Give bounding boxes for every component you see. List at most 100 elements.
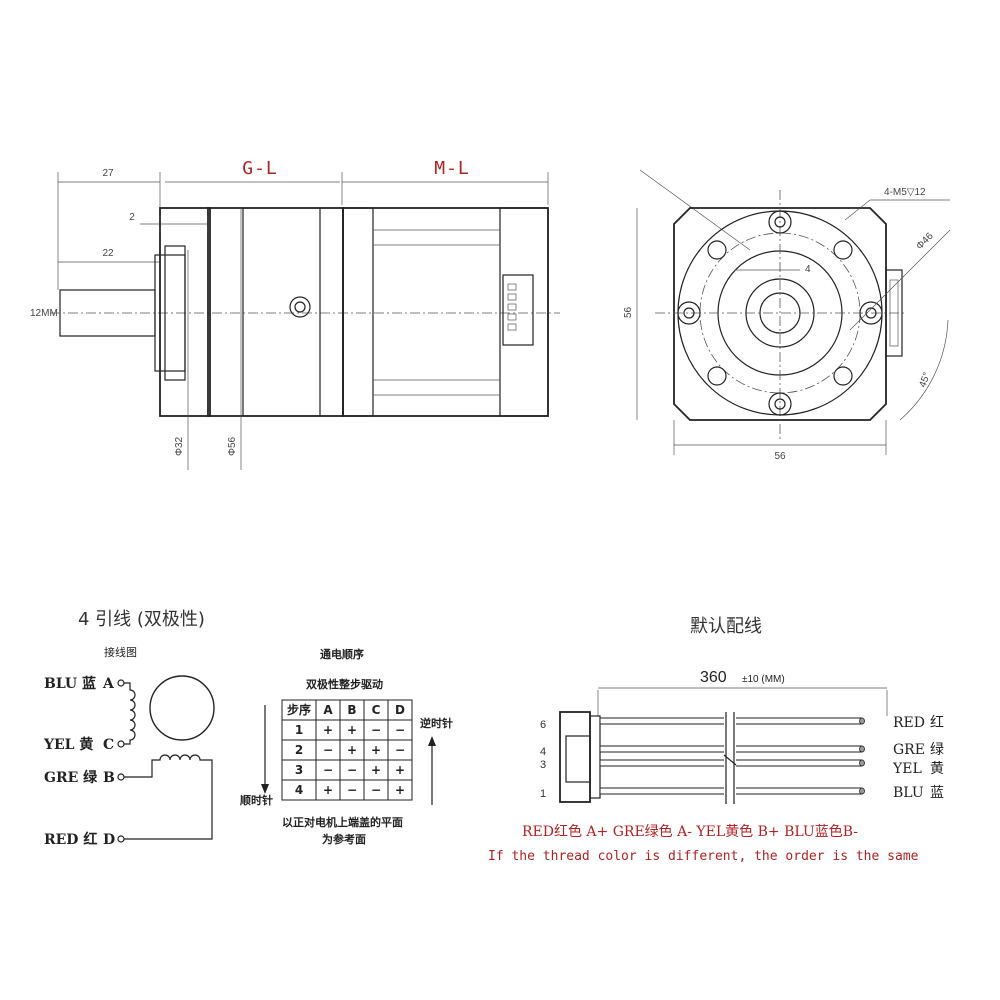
table-cell: 3 bbox=[295, 763, 303, 777]
table-cell: + bbox=[395, 783, 405, 797]
motor-body bbox=[342, 207, 549, 417]
wire-yel-label: YEL 黄 bbox=[43, 736, 93, 753]
table-cell: − bbox=[323, 763, 333, 777]
motor-endcap-front bbox=[342, 207, 374, 417]
label-red-cn: 红 bbox=[930, 715, 944, 731]
side-connector-inner bbox=[889, 279, 899, 347]
table-cell: 4 bbox=[295, 783, 303, 797]
default-wiring-title: 默认配线 bbox=[690, 616, 762, 637]
wiring-title: 4 引线 (双极性) bbox=[78, 609, 205, 630]
gearbox-screw bbox=[289, 296, 311, 318]
wire-gre-pin: B bbox=[103, 770, 115, 786]
label-blu-cn: 蓝 bbox=[930, 785, 944, 801]
connector-pins bbox=[507, 283, 517, 331]
leader-line bbox=[844, 199, 871, 221]
dia32-text: Φ32 bbox=[174, 436, 185, 456]
gearbox-flange bbox=[159, 207, 211, 417]
table-cell: + bbox=[395, 763, 405, 777]
table-cell: + bbox=[371, 743, 381, 757]
table-cell: + bbox=[347, 723, 357, 737]
table-cell: + bbox=[347, 743, 357, 757]
dia56-text: Φ56 bbox=[227, 436, 238, 456]
dim-2-text: 2 bbox=[129, 212, 135, 223]
cw-arrow-head bbox=[261, 784, 269, 794]
ml-label: M-L bbox=[434, 158, 470, 179]
connector-latch bbox=[565, 735, 591, 783]
angle-text: 45° bbox=[917, 371, 933, 389]
dim-56h-text: 56 bbox=[774, 451, 786, 462]
wire-blu-label: BLU 蓝 bbox=[44, 675, 96, 692]
color-note: If the thread color is different, the or… bbox=[488, 849, 919, 864]
ccw-label: 逆时针 bbox=[420, 716, 453, 730]
coil-bd bbox=[124, 754, 213, 840]
coil-ac bbox=[124, 682, 136, 745]
flange-step bbox=[164, 245, 186, 381]
dim-22-text: 22 bbox=[102, 248, 114, 259]
table-cell: − bbox=[395, 723, 405, 737]
label-yel-cn: 黄 bbox=[930, 760, 944, 777]
label-red-en: RED bbox=[893, 715, 925, 731]
dia46-text: Φ46 bbox=[914, 231, 936, 253]
wire-red-label: RED 红 bbox=[44, 831, 97, 848]
leader-line bbox=[639, 169, 751, 251]
table-header-cell: D bbox=[395, 703, 405, 717]
terminal-a bbox=[117, 679, 125, 687]
flange-square bbox=[673, 207, 887, 421]
label-gre-en: GRE bbox=[893, 742, 925, 758]
thread-note: 4-M5▽12 bbox=[884, 187, 926, 198]
wiring-section: 4 引线 (双极性) 接线图 BLU 蓝 A YEL 黄 C GRE 绿 B R… bbox=[43, 609, 215, 848]
table-header-cell: A bbox=[323, 703, 333, 717]
length-tol: ±10 (MM) bbox=[742, 674, 785, 685]
motor-endcap-rear bbox=[499, 207, 549, 417]
table-header-cell: C bbox=[372, 703, 381, 717]
default-wiring-section: 默认配线 360 ±10 (MM) 6 4 3 1 RED bbox=[488, 616, 944, 864]
leader-line bbox=[849, 229, 951, 331]
dim-56v-text: 56 bbox=[623, 306, 634, 318]
table-cell: − bbox=[371, 723, 381, 737]
table-cell: − bbox=[323, 743, 333, 757]
cw-label: 顺时针 bbox=[240, 793, 273, 807]
note-line-2: 为参考面 bbox=[322, 832, 366, 846]
mounting-holes bbox=[677, 210, 883, 416]
terminal-c bbox=[117, 740, 125, 748]
pin-1: 1 bbox=[540, 788, 546, 800]
sequence-title: 通电顺序 bbox=[320, 647, 364, 661]
table-cell-border bbox=[387, 779, 413, 801]
wire-bundle bbox=[599, 712, 865, 804]
side-connector bbox=[885, 269, 903, 357]
connector bbox=[502, 274, 534, 346]
sequence-subtitle: 双极性整步驱动 bbox=[306, 677, 383, 691]
label-yel-en: YEL bbox=[892, 761, 922, 777]
length-main: 360 bbox=[700, 669, 727, 686]
table-cell: + bbox=[323, 723, 333, 737]
side-view: 27 G-L M-L 2 22 12MM bbox=[30, 158, 560, 470]
gearbox-screw-inner bbox=[294, 301, 306, 313]
table-cell: + bbox=[371, 763, 381, 777]
table-header-cell: B bbox=[347, 703, 356, 717]
table-header-cell: 步序 bbox=[287, 702, 311, 717]
shaft-label: 12MM bbox=[30, 308, 58, 319]
wire-break bbox=[724, 712, 736, 804]
wire-red-pin: D bbox=[103, 832, 115, 848]
table-cell: − bbox=[395, 743, 405, 757]
label-gre-cn: 绿 bbox=[930, 742, 944, 758]
wiring-diagram-label: 接线图 bbox=[104, 645, 137, 659]
gl-label: G-L bbox=[242, 158, 278, 179]
ccw-arrow-head bbox=[428, 736, 436, 746]
angle-arc bbox=[899, 319, 949, 421]
table-cell: + bbox=[323, 783, 333, 797]
table-cell: 1 bbox=[295, 723, 303, 737]
dim-27-text: 27 bbox=[102, 168, 114, 179]
wire-gre-label: GRE 绿 bbox=[44, 769, 98, 786]
wire-yel-pin: C bbox=[103, 737, 114, 753]
front-view: 4-M5▽12 Φ46 56 56 4 45° bbox=[623, 169, 951, 462]
table-cell: − bbox=[371, 783, 381, 797]
dim-4-text: 4 bbox=[805, 264, 811, 275]
connector-lip bbox=[589, 715, 601, 799]
table-cell: 2 bbox=[295, 743, 303, 757]
pin-4: 4 bbox=[540, 746, 546, 758]
table-cell: − bbox=[347, 763, 357, 777]
